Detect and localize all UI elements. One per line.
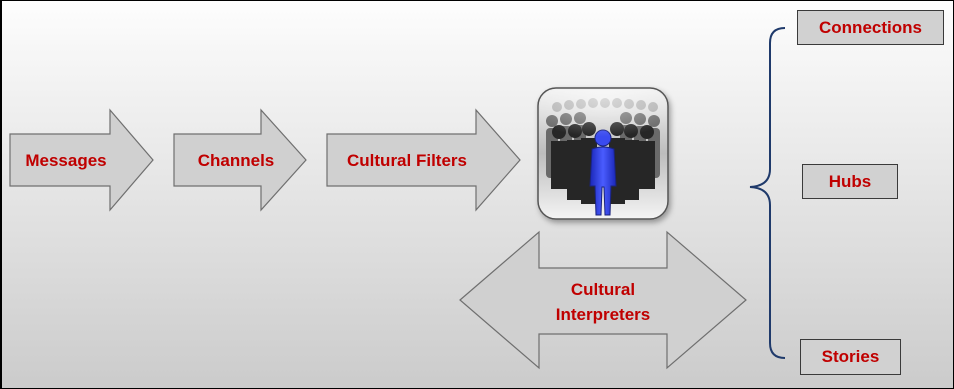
cultural-filters-arrow-shape xyxy=(326,108,521,212)
connections-box: Connections xyxy=(797,10,944,45)
messages-label: Messages xyxy=(25,151,106,170)
cultural-interpreters-arrow-shape xyxy=(459,230,747,370)
cultural-interpreters-arrow: Cultural Interpreters xyxy=(459,230,747,370)
hubs-box: Hubs xyxy=(802,164,898,199)
messages-arrow-shape xyxy=(9,108,154,212)
messages-arrow: Messages xyxy=(9,108,154,212)
channels-arrow-shape xyxy=(173,108,307,212)
crowd-person-icon xyxy=(537,87,669,220)
cultural-filters-label: Cultural Filters xyxy=(347,151,467,170)
cultural-interpreters-label-line1: Cultural xyxy=(571,280,635,299)
channels-label: Channels xyxy=(198,151,275,170)
channels-arrow: Channels xyxy=(173,108,307,212)
stories-box: Stories xyxy=(800,339,901,375)
icon-gloss xyxy=(540,90,666,145)
cultural-interpreters-label-line2: Interpreters xyxy=(556,305,650,324)
grouping-brace xyxy=(749,27,786,359)
cultural-filters-arrow: Cultural Filters xyxy=(326,108,521,212)
